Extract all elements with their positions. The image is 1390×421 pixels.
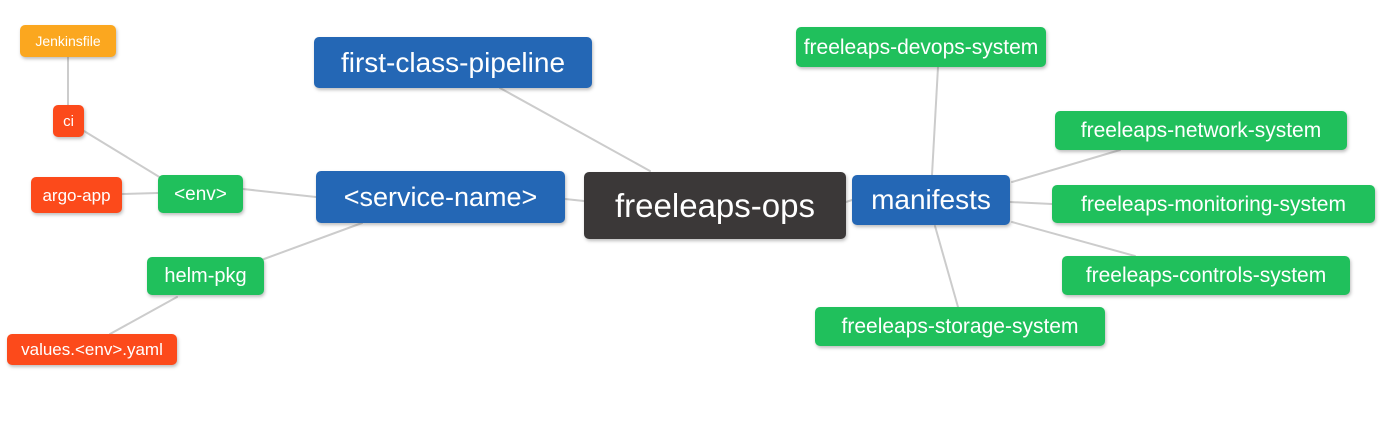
node-helm-pkg[interactable]: helm-pkg [147,257,264,295]
edge-manifests-to-monitoring-system [1009,201,1053,205]
edge-manifests-to-network-system [1011,149,1121,183]
edge-helm-pkg-to-service-name [263,222,363,260]
node-first-class-pipeline[interactable]: first-class-pipeline [314,37,592,88]
node-devops-system[interactable]: freeleaps-devops-system [796,27,1046,67]
edge-first-class-pipeline-to-freeleaps-ops [499,87,651,172]
node-service-name[interactable]: <service-name> [316,171,565,223]
edge-manifests-to-devops-system [931,66,939,176]
edge-env-to-service-name [242,188,317,198]
node-manifests[interactable]: manifests [852,175,1010,225]
edge-values-env-yaml-to-helm-pkg [109,296,178,335]
node-env[interactable]: <env> [158,175,243,213]
node-argo-app[interactable]: argo-app [31,177,122,213]
node-values-env-yaml[interactable]: values.<env>.yaml [7,334,177,365]
node-freeleaps-ops[interactable]: freeleaps-ops [584,172,846,239]
node-controls-system[interactable]: freeleaps-controls-system [1062,256,1350,295]
edge-ci-to-env [83,130,162,179]
edge-argo-app-to-env [121,192,159,195]
node-network-system[interactable]: freeleaps-network-system [1055,111,1347,150]
node-monitoring-system[interactable]: freeleaps-monitoring-system [1052,185,1375,223]
edge-manifests-to-storage-system [934,225,959,308]
node-storage-system[interactable]: freeleaps-storage-system [815,307,1105,346]
edge-freeleaps-ops-to-manifests [845,199,853,203]
edge-manifests-to-controls-system [1011,221,1136,257]
node-ci[interactable]: ci [53,105,84,137]
node-jenkinsfile[interactable]: Jenkinsfile [20,25,116,57]
edge-service-name-to-freeleaps-ops [564,198,585,202]
